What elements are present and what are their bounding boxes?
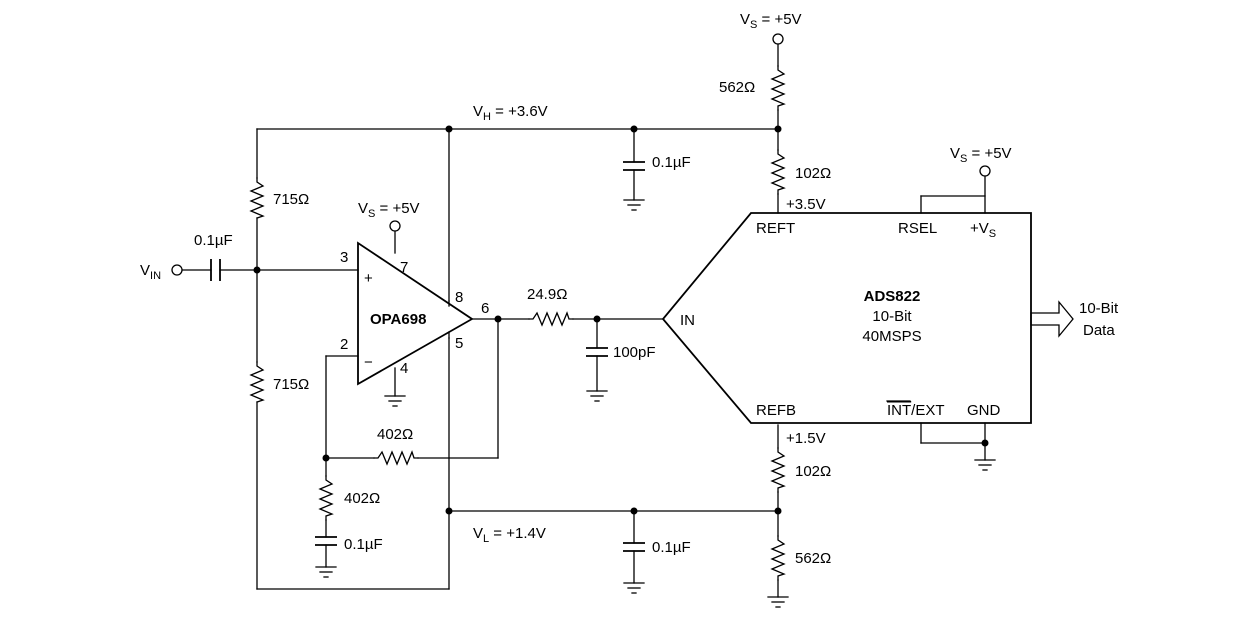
ground-icon — [623, 582, 645, 594]
capacitor-100pf — [586, 347, 608, 357]
adc-pin-rsel: RSEL — [898, 220, 937, 237]
r-102-bottom-label: 102Ω — [795, 463, 831, 480]
resistor-102-bottom — [770, 447, 786, 493]
opamp-plus-sign: + — [364, 270, 373, 287]
vl-label: VL = +1.4V — [473, 525, 546, 545]
resistor-715-top — [249, 177, 265, 219]
capacitor-vh — [623, 161, 645, 171]
ground-icon — [623, 199, 645, 211]
r-562-bottom-label: 562Ω — [795, 550, 831, 567]
opamp-pin-7: 7 — [400, 259, 408, 276]
adc-pin-in: IN — [680, 312, 695, 329]
capacitor-vl — [623, 542, 645, 552]
junctions — [253, 125, 989, 515]
r-402-feedback-label: 402Ω — [377, 426, 413, 443]
adc-resolution: 10-Bit — [872, 308, 912, 325]
wires — [182, 44, 986, 598]
resistor-562-top — [770, 65, 786, 111]
vs-opamp-label: VS = +5V — [358, 200, 420, 220]
r-715-bottom-label: 715Ω — [273, 376, 309, 393]
adc-pin-refb: REFB — [756, 402, 796, 419]
opamp-pin-3: 3 — [340, 249, 348, 266]
opamp-pin-8: 8 — [455, 289, 463, 306]
resistor-402-ground — [318, 475, 334, 521]
vs-top-terminal — [772, 33, 784, 45]
c-402-bypass-label: 0.1µF — [344, 536, 383, 553]
c-input-label: 0.1µF — [194, 232, 233, 249]
adc-pin-reft: REFT — [756, 220, 795, 237]
vh-label: VH = +3.6V — [473, 103, 548, 123]
data-output-arrow — [1030, 300, 1074, 338]
reft-voltage-label: +3.5V — [786, 196, 826, 213]
r-715-top-label: 715Ω — [273, 191, 309, 208]
opamp-pin-5: 5 — [455, 335, 463, 352]
output-label-line2: Data — [1083, 322, 1115, 339]
ground-icon — [586, 390, 608, 402]
opamp-symbol — [357, 241, 474, 386]
vin-label: VIN — [140, 262, 161, 282]
opamp-minus-sign: − — [364, 354, 373, 371]
opamp-pin-6: 6 — [481, 300, 489, 317]
opamp-name: OPA698 — [370, 311, 426, 328]
ground-icon — [315, 566, 337, 578]
r-402-ground-label: 402Ω — [344, 490, 380, 507]
r-24-9-label: 24.9Ω — [527, 286, 567, 303]
resistor-402-feedback — [373, 450, 419, 466]
ground-icon — [767, 596, 789, 608]
r-102-top-label: 102Ω — [795, 165, 831, 182]
ground-icon — [384, 395, 406, 407]
adc-pin-int-ext: INT/EXT — [887, 402, 945, 419]
vin-terminal — [171, 264, 183, 276]
c-vl-label: 0.1µF — [652, 539, 691, 556]
opamp-pin-4: 4 — [400, 360, 408, 377]
opamp-pin-2: 2 — [340, 336, 348, 353]
resistor-715-bottom — [249, 361, 265, 403]
vs-opamp-terminal — [389, 220, 401, 232]
output-label-line1: 10-Bit — [1079, 300, 1119, 317]
vs-top-label: VS = +5V — [740, 11, 802, 31]
adc-name: ADS822 — [864, 288, 921, 305]
vs-adc-label: VS = +5V — [950, 145, 1012, 165]
resistor-102-top — [770, 149, 786, 195]
c-100pf-label: 100pF — [613, 344, 656, 361]
r-562-top-label: 562Ω — [719, 79, 755, 96]
capacitor-input — [210, 259, 221, 281]
c-vh-label: 0.1µF — [652, 154, 691, 171]
adc-speed: 40MSPS — [862, 328, 921, 345]
vs-adc-terminal — [979, 165, 991, 177]
resistor-24-9 — [528, 311, 574, 327]
capacitor-402-bypass — [315, 536, 337, 546]
refb-voltage-label: +1.5V — [786, 430, 826, 447]
adc-block — [661, 212, 1032, 424]
adc-pin-vs: +VS — [970, 220, 996, 240]
adc-pin-gnd: GND — [967, 402, 1001, 419]
ground-icon — [974, 459, 996, 471]
resistor-562-bottom — [770, 535, 786, 581]
